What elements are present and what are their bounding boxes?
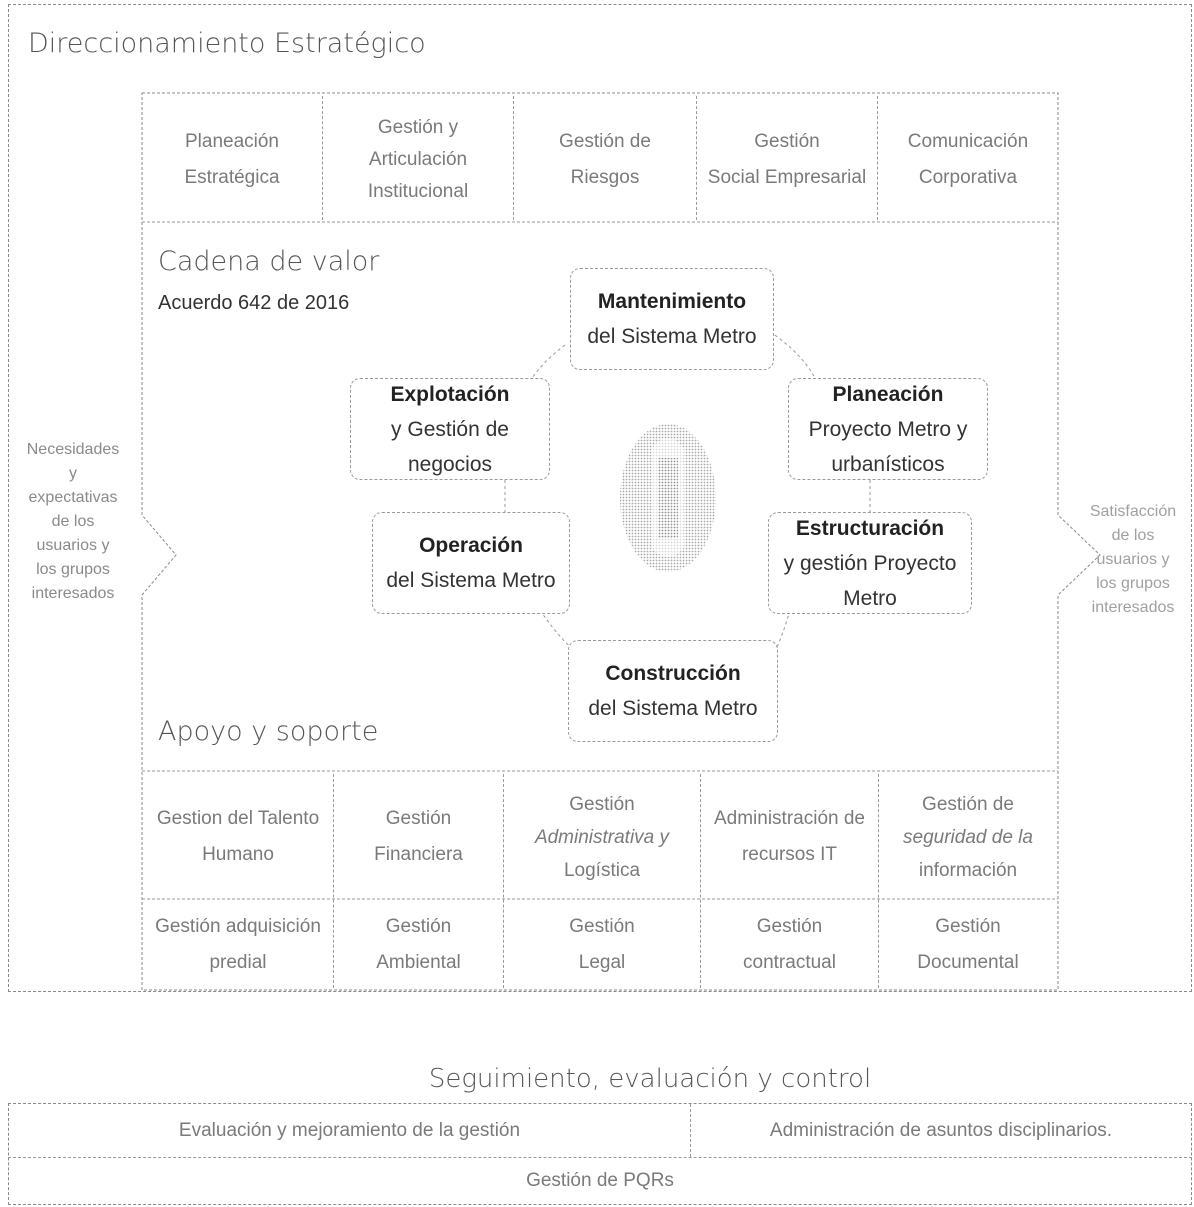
input-needs-text: Necesidades y expectativas de los usuari… [26, 441, 120, 602]
strategic-process-riesgos: Gestión de Riesgos [559, 131, 651, 188]
strategic-divider [513, 96, 514, 220]
control-title: Seguimiento, evaluación y control [428, 1064, 872, 1094]
outer-frame [8, 4, 1192, 992]
metro-logo-icon [620, 424, 716, 572]
support-administrativa: Gestión Administrativa y Logística [534, 793, 670, 881]
strategic-process-articulacion: Gestión y Articulación Institucional [367, 117, 469, 202]
strategic-process-comunicacion: Comunicación Corporativa [907, 131, 1029, 188]
strategic-divider [696, 96, 697, 220]
control-table [8, 1103, 1192, 1205]
support-talento-humano: Gestion del Talento Humano [156, 808, 320, 865]
process-construccion: Construcción del Sistema Metro [568, 640, 778, 742]
process-operacion: Operación del Sistema Metro [372, 512, 570, 614]
strategic-process-social: Gestión Social Empresarial [707, 131, 867, 188]
value-chain-subtitle: Acuerdo 642 de 2016 [158, 292, 350, 314]
control-evaluacion: Evaluación y mejoramiento de la gestión [178, 1119, 521, 1141]
process-explotacion: Explotación y Gestión de negocios [350, 378, 550, 480]
strategic-process-planeacion: Planeación Estratégica [184, 131, 280, 188]
process-estructuracion: Estructuración y gestión Proyecto Metro [768, 512, 972, 614]
control-pqrs: Gestión de PQRs [526, 1170, 674, 1191]
page-title: Direccionamiento Estratégico [28, 28, 426, 59]
strategic-divider [322, 96, 323, 220]
support-title: Apoyo y soporte [158, 716, 379, 747]
support-contractual: Gestión contractual [743, 916, 836, 973]
control-divider [690, 1104, 691, 1157]
support-adquisicion-predial: Gestión adquisición predial [155, 916, 321, 973]
process-planeacion: Planeación Proyecto Metro y urbanísticos [788, 378, 988, 480]
value-chain-title: Cadena de valor [158, 246, 380, 277]
support-divider [700, 774, 701, 988]
support-seguridad-informacion: Gestión de seguridad de la información [903, 793, 1033, 881]
support-legal: Gestión Legal [569, 916, 635, 973]
support-divider [333, 774, 334, 988]
control-divider [8, 1157, 1192, 1158]
support-divider [503, 774, 504, 988]
support-financiera: Gestión Financiera [374, 808, 463, 865]
control-disciplinarios: Administración de asuntos disciplinarios… [769, 1119, 1113, 1141]
support-recursos-it: Administración de recursos IT [713, 808, 866, 865]
output-satisfaction-text: Satisfacción de los usuarios y los grupo… [1089, 503, 1177, 616]
support-ambiental: Gestión Ambiental [376, 916, 461, 973]
strategic-divider [877, 96, 878, 220]
support-divider [878, 774, 879, 988]
process-mantenimiento: Mantenimiento del Sistema Metro [570, 268, 774, 370]
support-documental: Gestión Documental [917, 916, 1019, 973]
